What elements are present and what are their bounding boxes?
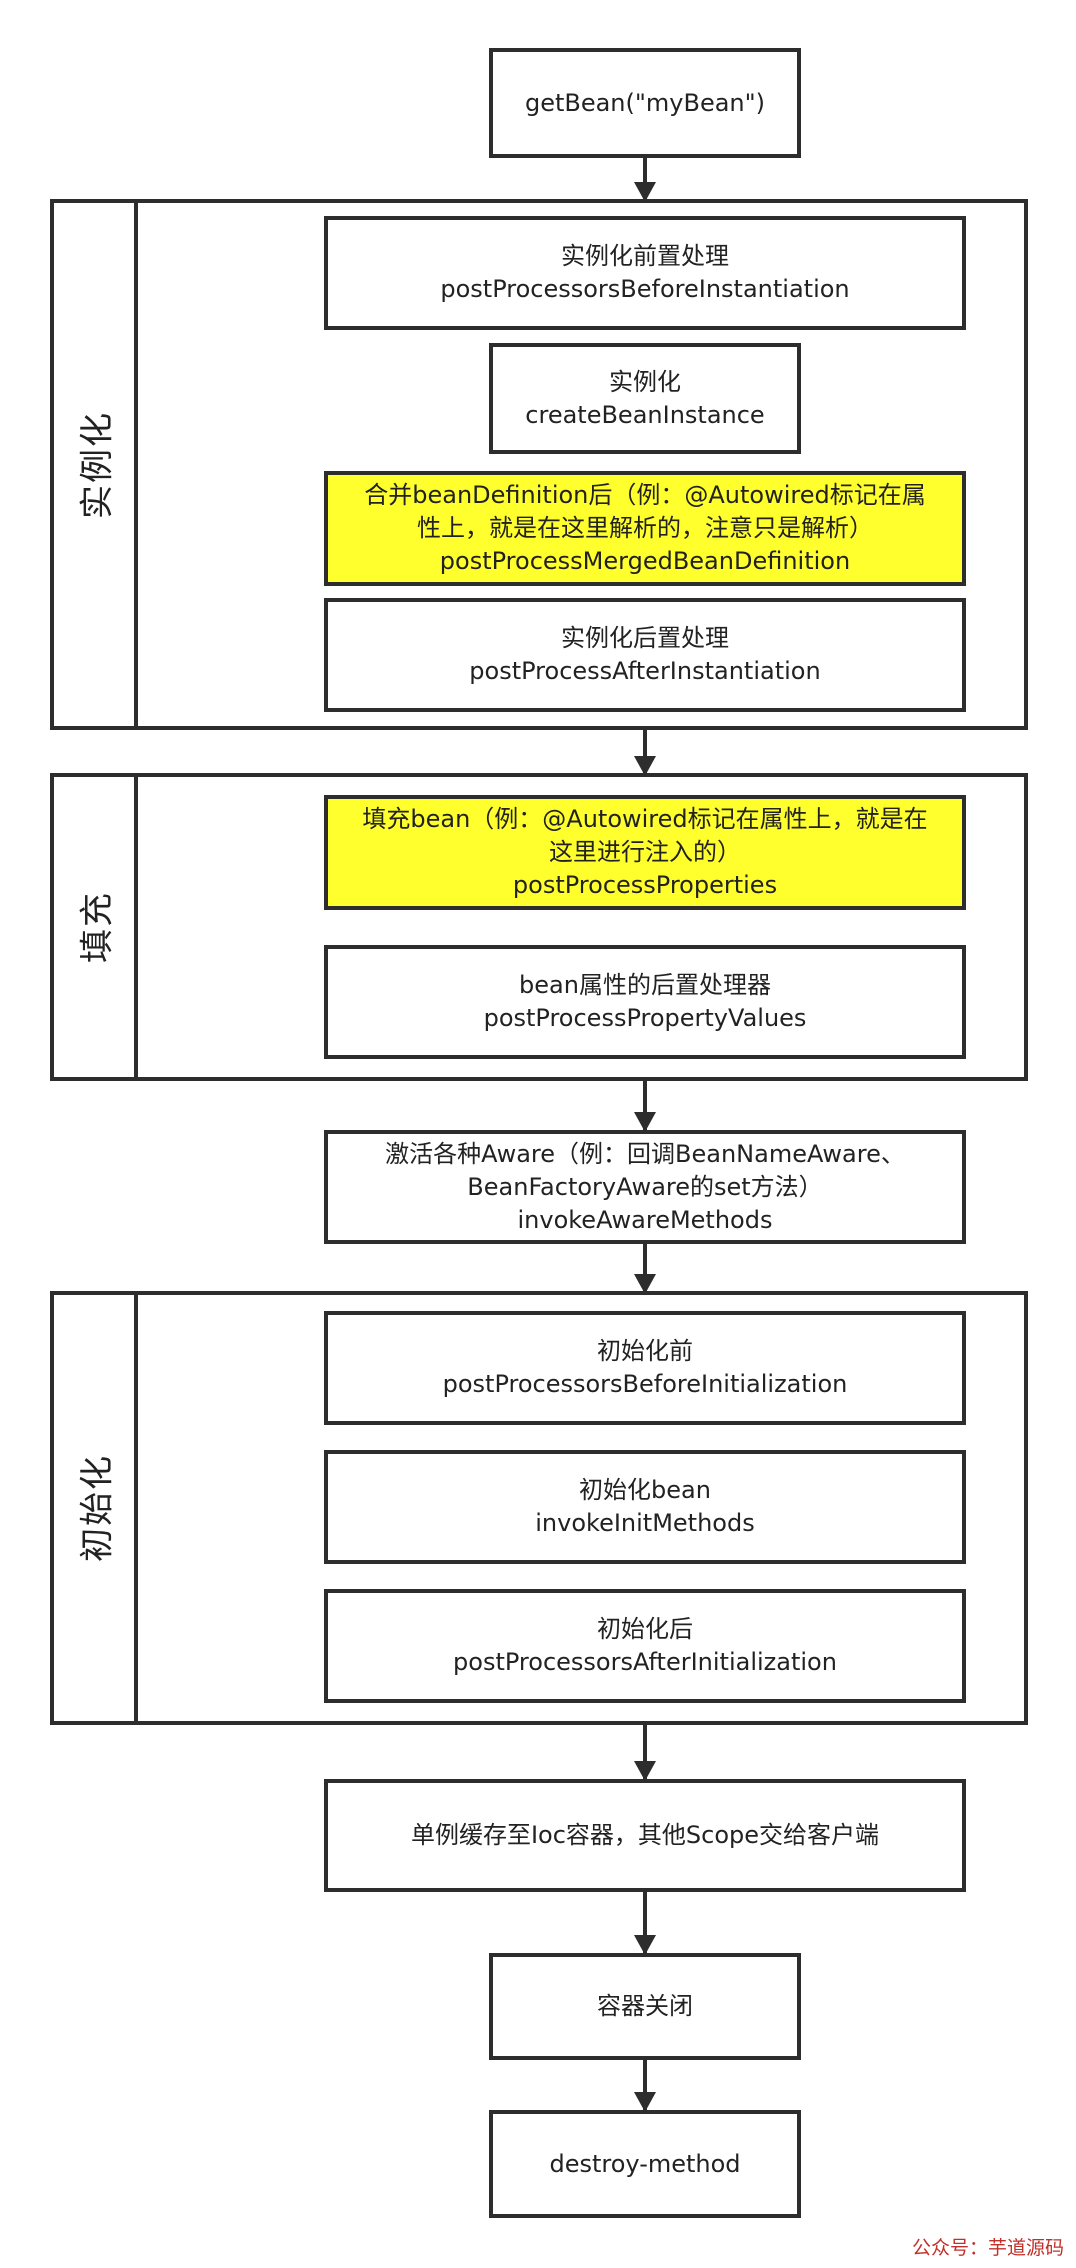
node-merged-definition-line-3: postProcessMergedBeanDefinition xyxy=(439,547,851,575)
node-after-init-line-2: postProcessorsAfterInitialization xyxy=(453,1648,837,1676)
arrowhead xyxy=(634,1274,656,1294)
node-property-values: bean属性的后置处理器 postProcessPropertyValues xyxy=(324,945,966,1059)
node-before-init-line-1: 初始化前 xyxy=(597,1337,693,1365)
node-after-init-line-1: 初始化后 xyxy=(597,1615,693,1643)
node-post-instantiation-line-1: 实例化后置处理 xyxy=(561,624,729,652)
node-merged-definition-line-1: 合并beanDefinition后（例：@Autowired标记在属 xyxy=(364,481,926,509)
node-create-instance-line-1: 实例化 xyxy=(609,367,681,396)
node-post-instantiation-line-2: postProcessAfterInstantiation xyxy=(469,657,821,685)
node-populate-bean-line-1: 填充bean（例：@Autowired标记在属性上，就是在 xyxy=(362,805,928,833)
node-create-instance-line-2: createBeanInstance xyxy=(525,400,765,429)
node-destroy: destroy-method xyxy=(489,2110,801,2218)
group-populate-strip: 填充 xyxy=(54,777,138,1077)
node-property-values-line-2: postProcessPropertyValues xyxy=(483,1004,807,1032)
node-aware-line-2: BeanFactoryAware的set方法） xyxy=(467,1172,823,1201)
group-initialization: 初始化 xyxy=(50,1291,1028,1725)
node-singleton-cache-line-1: 单例缓存至Ioc容器，其他Scope交给客户端 xyxy=(410,1821,880,1849)
group-instantiation-strip: 实例化 xyxy=(54,203,138,726)
group-instantiation: 实例化 xyxy=(50,199,1028,730)
node-after-init: 初始化后 postProcessorsAfterInitialization xyxy=(324,1589,966,1703)
node-before-init-line-2: postProcessorsBeforeInitialization xyxy=(442,1370,848,1398)
node-pre-instantiation: 实例化前置处理 postProcessorsBeforeInstantiatio… xyxy=(324,216,966,330)
node-init-bean-line-1: 初始化bean xyxy=(579,1476,711,1504)
arrowhead xyxy=(634,182,656,202)
node-merged-definition: 合并beanDefinition后（例：@Autowired标记在属 性上，就是… xyxy=(324,471,966,586)
arrowhead xyxy=(634,2092,656,2112)
arrowhead xyxy=(634,1112,656,1132)
node-pre-instantiation-line-2: postProcessorsBeforeInstantiation xyxy=(440,275,850,303)
node-pre-instantiation-line-1: 实例化前置处理 xyxy=(561,242,729,270)
group-initialization-strip: 初始化 xyxy=(54,1295,138,1721)
node-populate-bean: 填充bean（例：@Autowired标记在属性上，就是在 这里进行注入的） p… xyxy=(324,795,966,910)
group-populate: 填充 xyxy=(50,773,1028,1081)
node-post-instantiation: 实例化后置处理 postProcessAfterInstantiation xyxy=(324,598,966,712)
node-populate-bean-line-2: 这里进行注入的） xyxy=(549,838,741,866)
watermark: 公众号：芋道源码 xyxy=(911,2237,1064,2259)
node-merged-definition-line-2: 性上，就是在这里解析的，注意只是解析） xyxy=(417,514,873,542)
node-aware-line-1: 激活各种Aware（例：回调BeanNameAware、 xyxy=(385,1139,905,1168)
node-populate-bean-line-3: postProcessProperties xyxy=(512,871,778,899)
node-container-close-line-1: 容器关闭 xyxy=(597,1992,693,2020)
node-get-bean-line-1: getBean("myBean") xyxy=(524,88,766,117)
node-destroy-line-1: destroy-method xyxy=(549,2149,741,2178)
node-init-bean-line-2: invokeInitMethods xyxy=(535,1509,755,1537)
node-aware-line-3: invokeAwareMethods xyxy=(517,1205,773,1234)
node-before-init: 初始化前 postProcessorsBeforeInitialization xyxy=(324,1311,966,1425)
arrowhead xyxy=(634,1935,656,1955)
node-property-values-line-1: bean属性的后置处理器 xyxy=(519,971,771,999)
node-aware: 激活各种Aware（例：回调BeanNameAware、 BeanFactory… xyxy=(324,1130,966,1244)
node-container-close: 容器关闭 xyxy=(489,1953,801,2060)
arrowhead xyxy=(634,756,656,776)
node-get-bean: getBean("myBean") xyxy=(489,48,801,158)
node-create-instance: 实例化 createBeanInstance xyxy=(489,343,801,454)
arrowhead xyxy=(634,1761,656,1781)
node-singleton-cache: 单例缓存至Ioc容器，其他Scope交给客户端 xyxy=(324,1779,966,1892)
node-init-bean: 初始化bean invokeInitMethods xyxy=(324,1450,966,1564)
